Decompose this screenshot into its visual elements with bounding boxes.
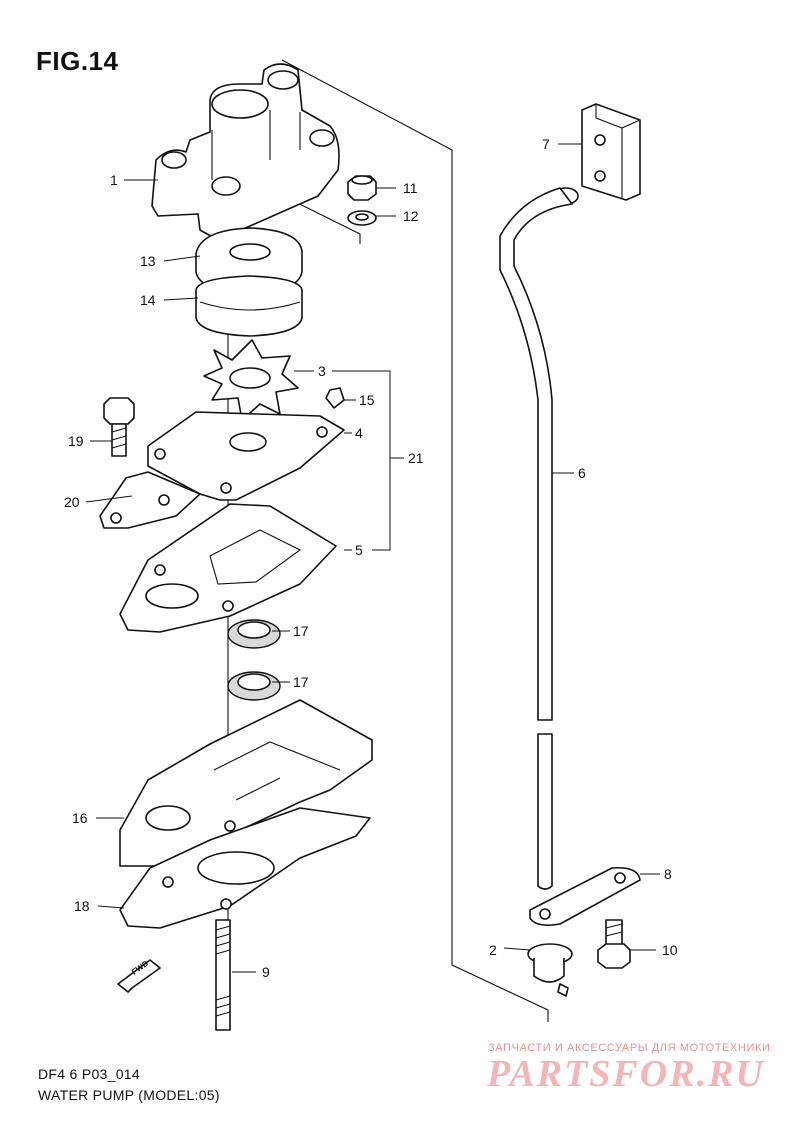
clamp-bolt-part — [597, 919, 631, 969]
oil-seal-upper-part — [227, 619, 281, 649]
pump-base-part — [119, 699, 373, 867]
callout-21: 21 — [408, 450, 424, 466]
base-gasket-part — [119, 807, 371, 929]
oil-seal-lower-part — [227, 671, 281, 701]
callout-19: 19 — [68, 433, 84, 449]
callout-11: 11 — [403, 180, 418, 196]
washer-part — [347, 210, 377, 226]
tube-grommet-part — [581, 103, 641, 201]
callout-10: 10 — [662, 942, 678, 958]
pump-case-part — [151, 63, 340, 241]
callout-18: 18 — [74, 898, 90, 914]
callout-4: 4 — [355, 425, 363, 441]
callout-5: 5 — [355, 542, 363, 558]
figure-title: FIG.14 — [36, 46, 119, 76]
callout-7: 7 — [542, 136, 550, 152]
callout-16: 16 — [72, 810, 88, 826]
bolt-part — [103, 397, 135, 457]
tube-clamp-part — [529, 866, 641, 926]
nut-part — [347, 175, 377, 201]
callout-12: 12 — [403, 208, 419, 224]
callout-8: 8 — [664, 866, 672, 882]
grommet-part — [527, 943, 573, 997]
gasket-plate-part — [99, 471, 201, 529]
pump-plate-part — [147, 411, 345, 501]
watermark-logo: PARTSFOR.RU — [487, 1053, 765, 1095]
stud-bolt-part — [215, 919, 231, 1031]
callout-2: 2 — [489, 942, 497, 958]
callout-9: 9 — [262, 964, 270, 980]
callout-20: 20 — [64, 494, 80, 510]
pump-gasket-part — [119, 503, 337, 633]
forward-direction-marker: FWD — [117, 959, 161, 993]
callout-14: 14 — [140, 292, 156, 308]
callout-17-lower: 17 — [293, 674, 309, 690]
callout-3: 3 — [318, 363, 326, 379]
leader-lines — [85, 143, 660, 973]
watermark-tagline: ЗАПЧАСТИ И АКСЕССУАРЫ ДЛЯ МОТОТЕХНИКИ — [488, 1042, 771, 1054]
impeller-part — [203, 339, 299, 421]
callout-15: 15 — [359, 392, 375, 408]
water-tube-part — [499, 187, 579, 890]
diagram-name: WATER PUMP (MODEL:05) — [38, 1087, 220, 1103]
callout-17-upper: 17 — [293, 623, 309, 639]
impeller-key-part — [325, 387, 345, 409]
callout-6: 6 — [578, 465, 586, 481]
callout-13: 13 — [140, 253, 156, 269]
callout-1: 1 — [110, 172, 118, 188]
diagram-code: DF4 6 P03_014 — [38, 1066, 140, 1082]
liner-gasket-part — [195, 275, 303, 337]
